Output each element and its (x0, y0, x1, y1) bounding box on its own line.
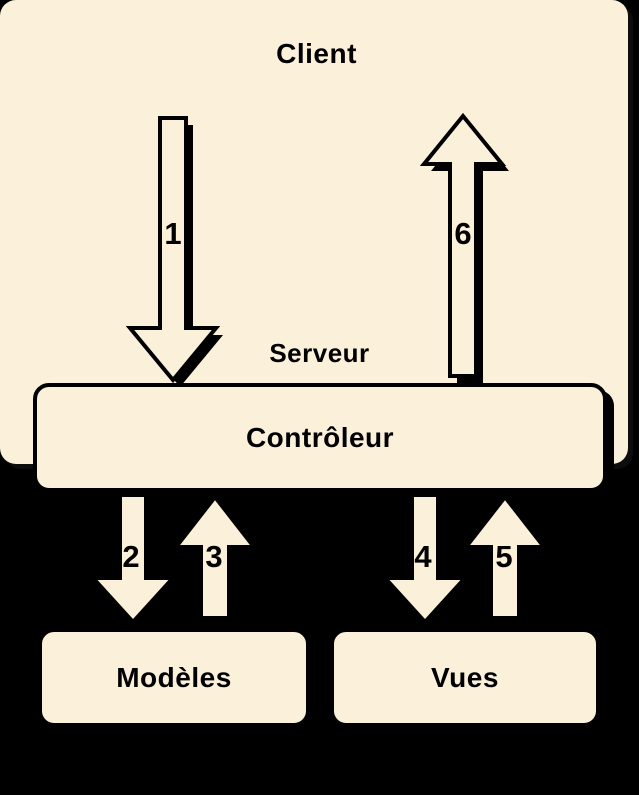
client-box: Client (112, 4, 521, 104)
arrow-3-number: 3 (205, 539, 222, 574)
client-label: Client (276, 38, 357, 69)
arrow-4-number: 4 (414, 539, 432, 574)
controller-box: Contrôleur (33, 383, 607, 492)
arrow-controller-to-views: 4 (380, 493, 472, 629)
arrow-controller-to-models: 2 (88, 493, 180, 629)
server-group-label: Serveur (269, 338, 370, 368)
views-label: Vues (431, 661, 499, 693)
arrow-models-to-controller: 3 (171, 493, 261, 625)
arrow-views-to-controller: 5 (461, 493, 551, 625)
arrow-4-shape (380, 493, 470, 625)
arrow-4-shadow (392, 502, 472, 629)
controller-label: Contrôleur (245, 421, 395, 453)
models-box: Modèles (38, 628, 310, 727)
arrow-5-number: 5 (495, 539, 512, 574)
arrow-2-shadow (100, 502, 180, 629)
arrow-5-shadow (473, 504, 551, 625)
arrow-3-shadow (183, 504, 261, 625)
arrow-2-number: 2 (122, 539, 139, 574)
arrow-2-shape (88, 493, 178, 625)
models-label: Modèles (116, 661, 232, 693)
views-box: Vues (330, 628, 600, 727)
arrow-5-shape (461, 493, 549, 620)
arrow-3-shape (171, 493, 259, 620)
